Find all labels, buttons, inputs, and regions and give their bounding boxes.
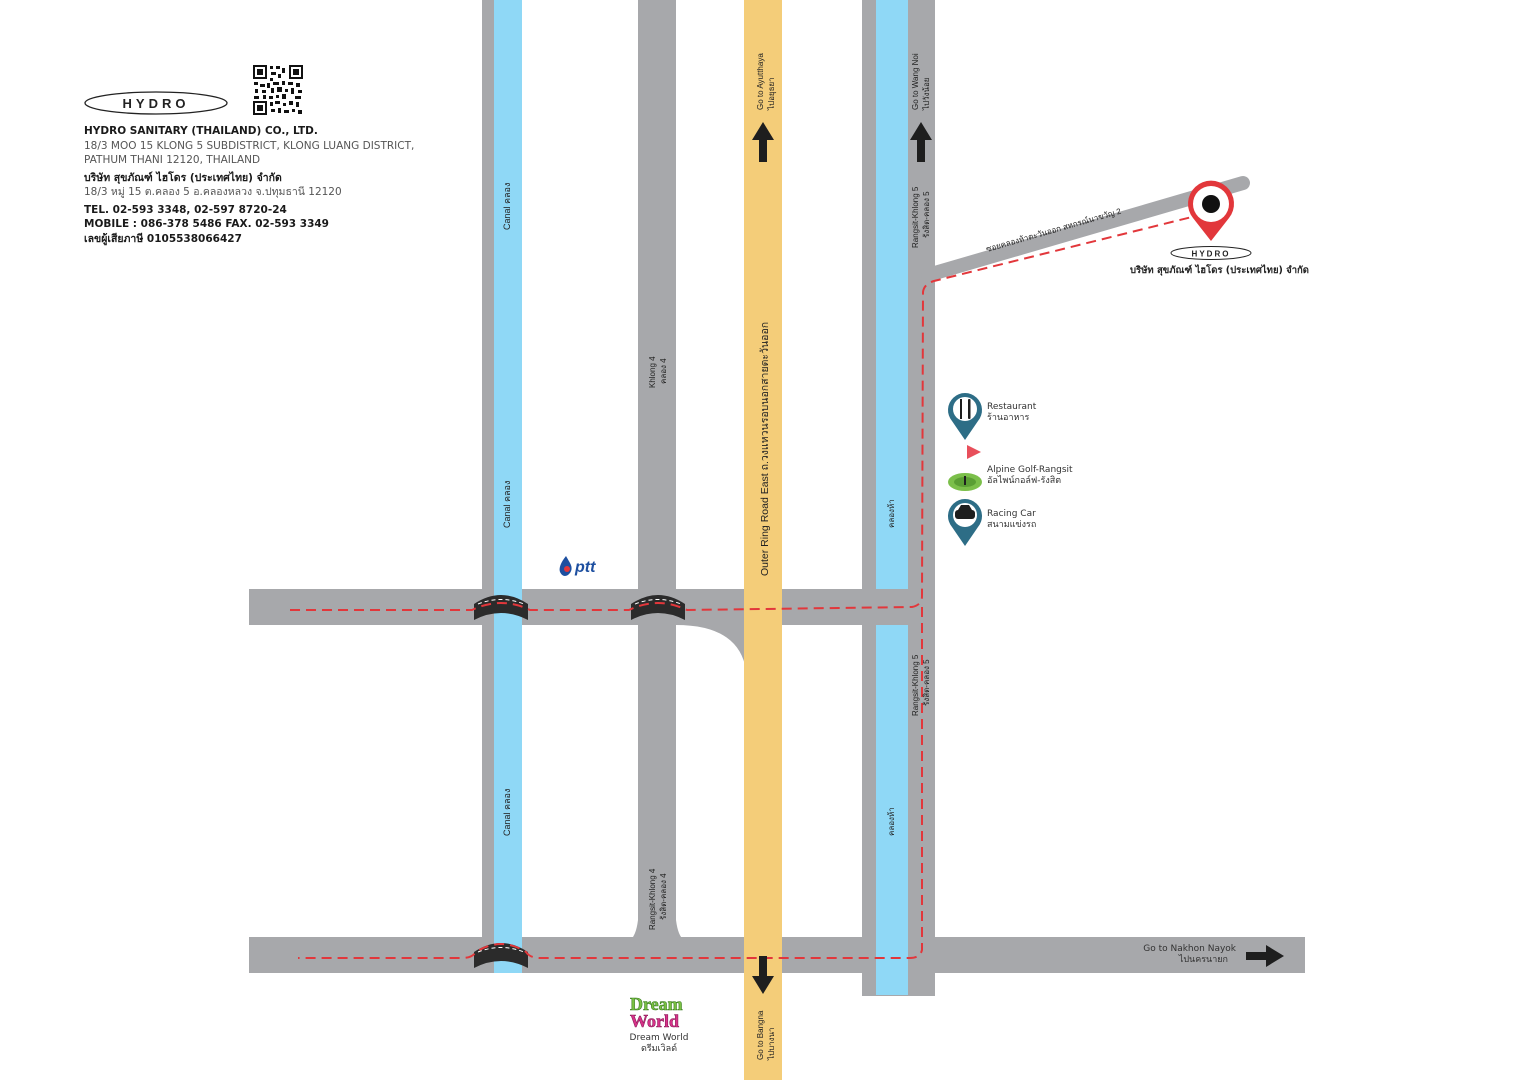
destination-label: บริษัท สุขภัณฑ์ ไฮโดร (ประเทศไทย) จำกัด bbox=[1130, 265, 1309, 276]
destination-logo: HYDRO bbox=[1170, 246, 1252, 260]
bridge-lane-3 bbox=[477, 947, 525, 953]
company-mobile: MOBILE : 086-378 5486 FAX. 02-593 3349 bbox=[84, 218, 329, 230]
label-go-bangna: Go to Bangna bbox=[756, 1010, 765, 1060]
arrow-right-nakhon-nayok bbox=[1246, 945, 1284, 967]
racing-label-th: สนามแข่งรถ bbox=[987, 520, 1037, 530]
restaurant-label-th: ร้านอาหาร bbox=[987, 413, 1030, 423]
restaurant-label-en: Restaurant bbox=[987, 402, 1037, 412]
canal-right-lower bbox=[876, 625, 908, 995]
label-canal-2: Canal คลอง bbox=[502, 481, 512, 528]
company-name-en: HYDRO SANITARY (THAILAND) CO., LTD. bbox=[84, 125, 318, 137]
interchange-ramp bbox=[676, 625, 745, 665]
car-roof bbox=[958, 505, 972, 510]
arrow-up-wang-noi bbox=[910, 122, 932, 162]
arrow-up-ayutthaya bbox=[752, 122, 774, 162]
label-go-wang-noi-th: ไปวังน้อย bbox=[922, 78, 931, 111]
label-go-ayutthaya: Go to Ayutthaya bbox=[756, 53, 765, 110]
nakhon-nayok-label-th: ไปนครนายก bbox=[1178, 955, 1228, 965]
khlong4-road bbox=[638, 0, 676, 940]
ptt-text: ptt bbox=[574, 559, 596, 576]
dream-world-logo: Dream World bbox=[630, 994, 683, 1032]
bridge-lane-2 bbox=[634, 599, 682, 605]
label-outer-ring-road: Outer Ring Road East ถ.วงแหวนรอบนอกสายตะ… bbox=[759, 322, 771, 576]
label-rangsit-khlong4-th: รังสิต-คลอง 4 bbox=[659, 873, 668, 920]
route-line bbox=[290, 211, 1213, 959]
label-rangsit-khlong5-top: Rangsit-Khlong 5 bbox=[911, 186, 920, 248]
label-go-ayutthaya-th: ไปอยุธยา bbox=[767, 77, 776, 111]
label-khlong-ha-2: คลองห้า bbox=[887, 807, 896, 836]
label-khlong4: Khlong 4 bbox=[648, 356, 657, 388]
golf-label-en: Alpine Golf-Rangsit bbox=[987, 465, 1073, 475]
label-go-wang-noi: Go to Wang Noi bbox=[911, 53, 920, 110]
golf-label: Alpine Golf-Rangsit อัลไพน์กอล์ฟ-รังสิต bbox=[987, 465, 1073, 487]
label-khlong4-th: คลอง 4 bbox=[659, 358, 668, 384]
arrow-down-bangna bbox=[752, 956, 774, 994]
nakhon-nayok-label: Go to Nakhon Nayok ไปนครนายก bbox=[1140, 944, 1236, 966]
golf-flag-icon bbox=[967, 445, 981, 459]
company-tel: TEL. 02-593 3348, 02-597 8720-24 bbox=[84, 203, 287, 216]
racing-label: Racing Car สนามแข่งรถ bbox=[987, 509, 1036, 531]
ptt-logo: ptt bbox=[559, 556, 596, 576]
dream-world-logo-dream: Dream bbox=[630, 994, 683, 1014]
label-rangsit-khlong5-top-th: รังสิต-คลอง 5 bbox=[922, 191, 931, 238]
label-canal-1: Canal คลอง bbox=[502, 183, 512, 230]
restaurant-pin bbox=[948, 393, 983, 440]
khlong4-flare bbox=[630, 920, 684, 940]
racing-label-en: Racing Car bbox=[987, 509, 1036, 519]
golf-label-th: อัลไพน์กอล์ฟ-รังสิต bbox=[987, 476, 1062, 486]
canal-right-mid bbox=[876, 973, 908, 995]
outer-ring-road bbox=[744, 0, 782, 1080]
label-go-bangna-th: ไปบางนา bbox=[767, 1027, 776, 1061]
hydro-logo-text: HYDRO bbox=[123, 96, 190, 111]
golf-icon bbox=[948, 473, 982, 491]
canal-left bbox=[494, 0, 522, 973]
nakhon-nayok-label-en: Go to Nakhon Nayok bbox=[1143, 944, 1236, 954]
knife-icon bbox=[968, 399, 971, 419]
label-rangsit-khlong4: Rangsit-Khlong 4 bbox=[648, 868, 657, 930]
dream-world-label: Dream World ดรีมเวิลด์ bbox=[620, 1033, 698, 1055]
qr-code[interactable] bbox=[252, 64, 304, 116]
label-khlong-ha-1: คลองห้า bbox=[887, 499, 896, 528]
dream-world-label-th: ดรีมเวิลด์ bbox=[640, 1044, 678, 1054]
company-info: HYDRO SANITARY (THAILAND) CO., LTD. 18/3… bbox=[84, 124, 414, 246]
destination-logo-text: HYDRO bbox=[1192, 250, 1231, 259]
company-address-th: 18/3 หมู่ 15 ต.คลอง 5 อ.คลองหลวง จ.ปทุมธ… bbox=[84, 186, 342, 198]
dream-world-logo-world: World bbox=[630, 1011, 679, 1031]
upper-cross-road bbox=[249, 589, 935, 625]
dream-world-label-en: Dream World bbox=[629, 1033, 689, 1043]
company-tax-id: เลขผู้เสียภาษี 0105538066427 bbox=[84, 232, 242, 245]
car-icon bbox=[955, 510, 975, 519]
label-rangsit-khlong5-bottom-th: รังสิต-คลอง 5 bbox=[922, 659, 931, 706]
company-address-en-2: PATHUM THANI 12120, THAILAND bbox=[84, 154, 261, 166]
fork-icon bbox=[960, 399, 962, 419]
canal-right-upper bbox=[876, 0, 908, 589]
label-rangsit-khlong5-bottom: Rangsit-Khlong 5 bbox=[911, 654, 920, 716]
company-address-en-1: 18/3 MOO 15 KLONG 5 SUBDISTRICT, KLONG L… bbox=[84, 139, 415, 152]
racing-car-pin bbox=[948, 499, 983, 546]
company-name-th: บริษัท สุขภัณฑ์ ไฮโดร (ประเทศไทย) จำกัด bbox=[84, 171, 282, 184]
label-canal-3: Canal คลอง bbox=[502, 789, 512, 836]
destination-pin bbox=[1188, 180, 1234, 241]
bridge-lane-1 bbox=[477, 599, 525, 605]
hydro-logo: HYDRO bbox=[84, 91, 228, 115]
restaurant-label: Restaurant ร้านอาหาร bbox=[987, 402, 1036, 424]
